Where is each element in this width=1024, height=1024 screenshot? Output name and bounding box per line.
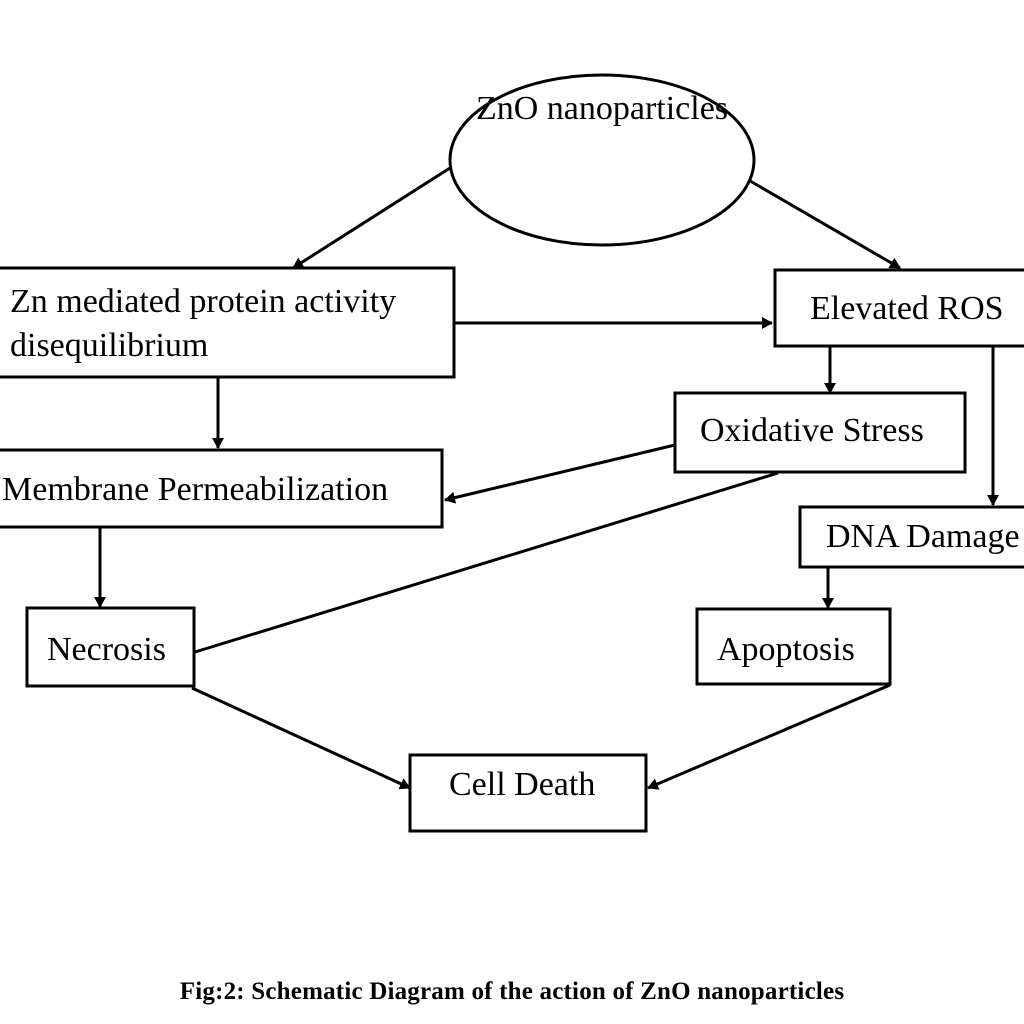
node-zn-protein-label-line1: Zn mediated protein activity	[10, 283, 396, 320]
node-zno-label: ZnO nanoparticles	[476, 90, 728, 127]
node-labels: ZnO nanoparticles Zn mediated protein ac…	[2, 90, 1020, 803]
node-zno-shape	[448, 73, 756, 247]
node-elevated-ros-shape	[773, 268, 1024, 348]
node-dna-damage-shape	[798, 505, 1024, 569]
edges	[94, 166, 999, 790]
node-apoptosis-shape	[695, 607, 892, 686]
edge-zno-to-elevated-ros	[744, 176, 901, 270]
edge-zno-to-zn-protein	[292, 166, 451, 270]
node-elevated-ros-label: Elevated ROS	[810, 290, 1004, 327]
node-necrosis-shape	[25, 606, 196, 688]
edge-necrosis-to-cell-death	[191, 686, 411, 790]
node-oxidative-stress-shape	[673, 391, 967, 474]
edge-oxidative-stress-to-membrane	[444, 443, 676, 504]
node-cell-death-label: Cell Death	[449, 766, 595, 803]
edge-oxidative-stress-to-necrosis	[194, 471, 779, 654]
node-membrane-shape	[0, 448, 444, 529]
node-oxidative-stress-label: Oxidative Stress	[700, 412, 924, 449]
node-zn-protein-label-line2: disequilibrium	[10, 327, 208, 364]
node-apoptosis-label: Apoptosis	[717, 631, 855, 668]
node-membrane-label: Membrane Permeabilization	[2, 471, 388, 508]
node-zn-protein-shape	[0, 266, 456, 379]
node-dna-damage-label: DNA Damage	[826, 518, 1020, 555]
node-necrosis-label: Necrosis	[47, 631, 166, 668]
figure-caption: Fig:2: Schematic Diagram of the action o…	[179, 978, 845, 1005]
nodes	[0, 73, 1024, 833]
node-cell-death-shape	[408, 753, 648, 833]
edge-apoptosis-to-cell-death	[647, 683, 891, 790]
